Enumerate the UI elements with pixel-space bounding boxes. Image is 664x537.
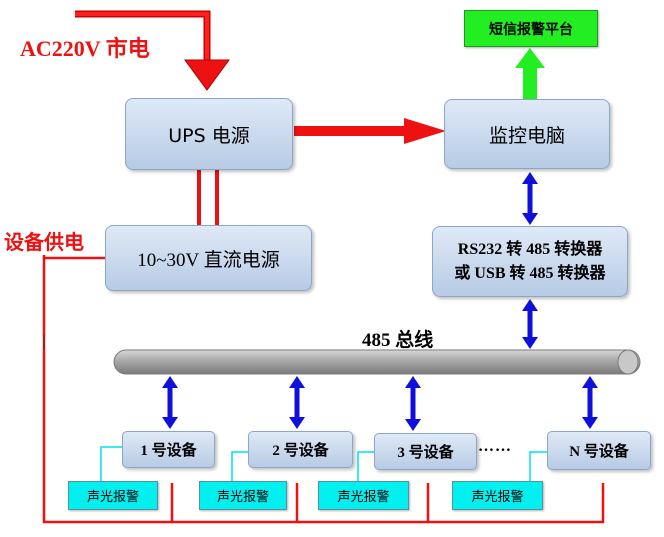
more-devices-ellipsis: …… [478, 438, 512, 455]
bus-label: 485 总线 [362, 330, 434, 351]
alarm-node-3: 声光报警 [318, 481, 409, 510]
mains-input-arrow [75, 10, 230, 91]
alarm-node-2: 声光报警 [199, 481, 287, 510]
bus-device-3-arrow [405, 376, 421, 431]
mains-label: AC220V 市电 [20, 36, 150, 61]
ups-power-node: UPS 电源 [125, 98, 293, 170]
alarm-connectors [100, 446, 547, 481]
dc-supply-label: 10~30V 直流电源 [137, 249, 280, 271]
ups-to-dc-lines [197, 170, 219, 226]
device-node-n: N 号设备 [547, 431, 651, 470]
bus-device-n-arrow [582, 376, 598, 429]
converter-label-line2: 或 USB 转 485 转换器 [454, 264, 606, 282]
converter-label-line1: RS232 转 485 转换器 [457, 240, 603, 258]
monitor-pc-node: 监控电脑 [444, 99, 610, 169]
alarm-node-1: 声光报警 [68, 481, 158, 510]
device-node-2: 2 号设备 [248, 431, 353, 468]
bus-485 [113, 349, 641, 375]
pc-to-sms-arrow [515, 48, 545, 100]
device-power-loop [42, 255, 605, 524]
ups-to-pc-arrow [294, 118, 446, 144]
equipment-power-label: 设备供电 [4, 230, 84, 254]
bus-device-2-arrow [289, 376, 305, 429]
converter-node: RS232 转 485 转换器 或 USB 转 485 转换器 [432, 226, 628, 297]
pc-converter-arrow [522, 172, 538, 225]
device-node-3: 3 号设备 [374, 433, 477, 470]
sms-platform-node: 短信报警平台 [464, 10, 598, 47]
dc-supply-node: 10~30V 直流电源 [105, 225, 312, 291]
monitor-pc-label: 监控电脑 [488, 124, 565, 147]
converter-bus-arrow [522, 299, 538, 349]
bus-device-1-arrow [162, 376, 178, 429]
blue-arrows [162, 172, 598, 431]
device-node-1: 1 号设备 [122, 431, 215, 468]
alarm-node-n: 声光报警 [452, 481, 543, 510]
ups-power-label: UPS 电源 [168, 124, 250, 147]
